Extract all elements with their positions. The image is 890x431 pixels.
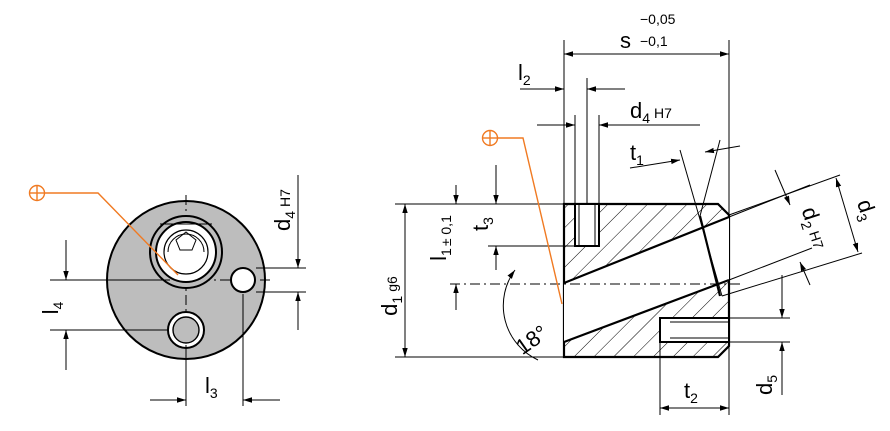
- svg-text:l4: l4: [38, 301, 66, 314]
- svg-text:d4H7: d4H7: [630, 98, 672, 126]
- upper-hole: [149, 215, 223, 289]
- dim-left-d4: d4H7: [256, 175, 306, 330]
- svg-text:d1g6: d1g6: [377, 276, 405, 316]
- svg-text:−0,05: −0,05: [640, 11, 676, 27]
- dim-t3: t3: [468, 165, 575, 270]
- svg-text:s: s: [620, 28, 631, 53]
- dim-d2: d2H7: [728, 169, 834, 286]
- inclined-bore: [564, 217, 729, 342]
- svg-text:−0,1: −0,1: [640, 33, 668, 49]
- svg-text:d4H7: d4H7: [270, 189, 298, 231]
- svg-text:t2: t2: [684, 378, 698, 406]
- crosshair-marker-icon: [481, 129, 563, 305]
- svg-text:18°: 18°: [511, 320, 553, 360]
- svg-text:d2H7: d2H7: [794, 204, 834, 253]
- dim-d1: d1g6: [377, 203, 564, 358]
- svg-text:d3: d3: [849, 196, 882, 224]
- svg-text:t3: t3: [468, 217, 496, 231]
- dim-l4: l4: [38, 240, 170, 370]
- dim-t2: t2: [659, 342, 730, 415]
- lower-hole: [167, 311, 205, 349]
- svg-text:t1: t1: [630, 140, 644, 168]
- front-view: l4 l3 d4H7: [28, 175, 306, 406]
- dim-d3: d3: [721, 174, 882, 297]
- dim-l2: l2: [518, 60, 625, 204]
- svg-text:d5: d5: [752, 375, 780, 395]
- dim-d5: d5: [729, 275, 790, 395]
- svg-text:l3: l3: [205, 373, 218, 401]
- svg-text:l1± 0,1: l1± 0,1: [426, 215, 454, 261]
- dim-l3: l3: [150, 294, 280, 406]
- right-hole: [230, 267, 256, 293]
- dim-t1: t1: [629, 139, 741, 297]
- dim-s: s −0,05 −0,1: [563, 11, 730, 215]
- crosshair-marker-icon: [28, 184, 179, 276]
- svg-text:l2: l2: [518, 60, 531, 88]
